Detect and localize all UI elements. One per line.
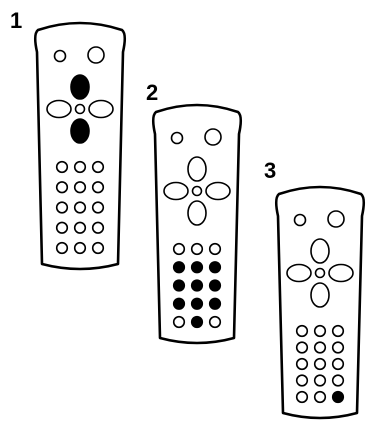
remote-2-dpad-left <box>164 183 188 200</box>
remote-1-key-r1-c1 <box>57 162 68 173</box>
remote-1-dpad-center <box>76 105 85 114</box>
remote-2-key-r3-c1 <box>174 280 185 291</box>
remote-3-key-r4-c2 <box>315 375 326 386</box>
remote-2-key-r2-c3 <box>210 262 221 273</box>
remote-3-key-r3-c1 <box>297 359 308 370</box>
remote-3-dpad-down <box>311 283 329 307</box>
remote-1-key-r3-c3 <box>93 202 104 213</box>
remote-3-key-r2-c3 <box>333 342 344 353</box>
remote-3-top-button-small <box>295 215 306 226</box>
remote-3-key-r5-c3 <box>333 392 344 403</box>
remote-2-key-r2-c2 <box>192 262 203 273</box>
remote-2-key-r4-c2 <box>192 298 203 309</box>
remote-3-key-r4-c1 <box>297 375 308 386</box>
remote-3-key-r5-c2 <box>315 392 326 403</box>
remote-1-dpad-down <box>71 119 89 143</box>
remote-2-key-r5-c3 <box>210 317 221 328</box>
remote-3-key-r1-c2 <box>315 326 326 337</box>
remote-1-key-r5-c2 <box>75 243 86 254</box>
remote-3-key-r1-c1 <box>297 326 308 337</box>
remote-2-key-r4-c3 <box>210 298 221 309</box>
remote-1-top-button-small <box>55 51 66 62</box>
remote-2-key-r5-c1 <box>174 317 185 328</box>
remote-2-key-r3-c3 <box>210 280 221 291</box>
remote-1-key-r4-c3 <box>93 222 104 233</box>
remote-2-key-r5-c2 <box>192 317 203 328</box>
remote-1-label: 1 <box>10 8 22 33</box>
remote-2-dpad-up <box>188 157 206 181</box>
remote-1-key-r5-c1 <box>57 243 68 254</box>
remote-3-key-r1-c3 <box>333 326 344 337</box>
remote-2-top-button-small <box>172 133 183 144</box>
remote-3-dpad-up <box>311 239 329 263</box>
remote-2-label: 2 <box>146 80 158 105</box>
remote-3-key-r3-c2 <box>315 359 326 370</box>
remote-1-key-r4-c2 <box>75 222 86 233</box>
remote-2-key-r3-c2 <box>192 280 203 291</box>
remote-2-key-r1-c3 <box>210 244 221 255</box>
remote-2: 2 <box>146 80 241 343</box>
remote-3-dpad-right <box>329 265 353 282</box>
remote-1-key-r5-c3 <box>93 243 104 254</box>
remote-3-dpad-left <box>287 265 311 282</box>
remote-3-label: 3 <box>264 158 276 183</box>
remote-3-top-button-large <box>328 211 344 227</box>
remote-1-top-button-large <box>88 47 104 63</box>
remote-3-key-r3-c3 <box>333 359 344 370</box>
remote-1-key-r1-c3 <box>93 162 104 173</box>
remote-1-dpad-right <box>89 101 113 118</box>
remote-2-dpad-right <box>206 183 230 200</box>
remote-1-key-r4-c1 <box>57 222 68 233</box>
remote-3-dpad-center <box>316 269 325 278</box>
remote-1-key-r2-c2 <box>75 182 86 193</box>
remote-2-key-r1-c2 <box>192 244 203 255</box>
remote-2-dpad-down <box>188 201 206 225</box>
remote-1-key-r2-c3 <box>93 182 104 193</box>
remote-1-key-r1-c2 <box>75 162 86 173</box>
remote-2-top-button-large <box>205 129 221 145</box>
remote-1-dpad-up <box>71 75 89 99</box>
remote-1-key-r2-c1 <box>57 182 68 193</box>
remote-1-dpad-left <box>47 101 71 118</box>
remote-3-key-r2-c1 <box>297 342 308 353</box>
remote-3-key-r4-c3 <box>333 375 344 386</box>
remote-3-key-r2-c2 <box>315 342 326 353</box>
remote-2-dpad-center <box>193 187 202 196</box>
remote-1-key-r3-c2 <box>75 202 86 213</box>
remote-1: 1 <box>10 8 125 269</box>
remote-1-key-r3-c1 <box>57 202 68 213</box>
remote-3-key-r5-c1 <box>297 392 308 403</box>
remote-2-key-r4-c1 <box>174 298 185 309</box>
remote-2-key-r2-c1 <box>174 262 185 273</box>
remote-3: 3 <box>264 158 364 418</box>
remote-2-key-r1-c1 <box>174 244 185 255</box>
